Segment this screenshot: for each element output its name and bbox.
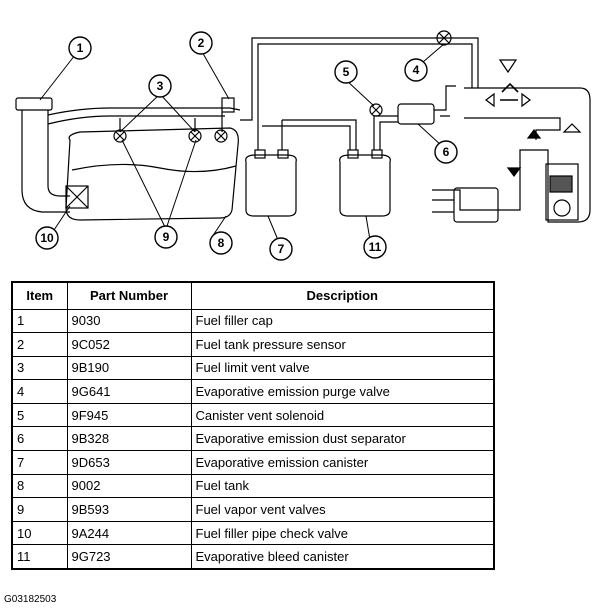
cell-part: 9B593	[66, 497, 192, 522]
flow-arrow	[562, 123, 582, 133]
callout-1-label: 1	[77, 41, 84, 55]
callout-11-label: 11	[369, 240, 382, 254]
cell-part: 9B328	[66, 426, 192, 452]
cell-desc: Evaporative emission canister	[190, 450, 495, 475]
cell-desc: Fuel filler pipe check valve	[190, 520, 495, 546]
cell-desc: Evaporative bleed canister	[190, 544, 495, 570]
cell-desc: Fuel tank	[190, 473, 495, 499]
cell-item: 1	[11, 308, 68, 334]
callout-11	[363, 235, 387, 259]
cell-desc: Fuel limit vent valve	[190, 355, 495, 381]
callout-4-label: 4	[413, 63, 420, 77]
header-item: Item	[11, 281, 68, 310]
flow-arrow	[526, 129, 542, 139]
callout-7	[269, 237, 293, 261]
canister-vent-solenoid	[369, 103, 383, 117]
cell-desc: Evaporative emission purge valve	[190, 379, 495, 404]
callout-2-label: 2	[198, 36, 205, 50]
cell-desc: Fuel tank pressure sensor	[190, 332, 495, 357]
cell-item: 5	[11, 402, 68, 428]
filler-pipe-check-valve	[65, 185, 89, 209]
tank-fuel-level	[71, 163, 237, 173]
cell-item: 10	[11, 520, 68, 546]
cell-item: 11	[11, 544, 68, 570]
canister-11	[339, 154, 391, 217]
cell-part: 9G641	[66, 379, 192, 404]
callout-6-label: 6	[443, 145, 450, 159]
flow-arrow	[521, 92, 531, 108]
purge-valve	[436, 30, 452, 46]
cell-desc: Canister vent solenoid	[190, 402, 495, 428]
cell-part: 9A244	[66, 520, 192, 546]
callout-7-label: 7	[278, 242, 285, 256]
flow-arrow	[485, 92, 495, 108]
vent-valve-left	[113, 129, 127, 143]
cell-item: 6	[11, 426, 68, 452]
filler-neck	[21, 110, 70, 213]
cell-desc: Fuel vapor vent valves	[190, 497, 495, 522]
figure-code: G03182503	[4, 594, 57, 605]
cell-item: 2	[11, 332, 68, 357]
callout-8	[209, 231, 233, 255]
callout-2	[189, 31, 213, 55]
purge-line	[240, 37, 479, 121]
flow-arrow	[498, 59, 518, 74]
cell-part: 9C052	[66, 332, 192, 357]
vent-valve-right	[214, 129, 228, 143]
callout-10-label: 10	[40, 231, 54, 245]
cell-desc: Evaporative emission dust separator	[190, 426, 495, 452]
callout-1	[68, 36, 92, 60]
table-header-row: Item Part Number Description	[11, 281, 495, 310]
pressure-sensor	[221, 97, 235, 113]
callout-9-label: 9	[163, 230, 170, 244]
cell-part: 9030	[66, 308, 192, 334]
vent-line	[47, 107, 241, 125]
evap-system-diagram: 1 2 3 4 5 6 7 8 9 10 11	[15, 30, 591, 261]
cell-part: 9G723	[66, 544, 192, 570]
header-part-number: Part Number	[66, 281, 192, 310]
cell-desc: Fuel filler cap	[190, 308, 495, 334]
fuel-tank-shape	[65, 127, 239, 221]
cell-item: 4	[11, 379, 68, 404]
callout-8-label: 8	[218, 236, 225, 250]
callout-3-label: 3	[157, 79, 164, 93]
cell-part: 9B190	[66, 355, 192, 381]
cell-part: 9002	[66, 473, 192, 499]
cell-part: 9F945	[66, 402, 192, 428]
fuel-filler-cap-shape	[15, 97, 53, 111]
callout-5-label: 5	[343, 65, 350, 79]
intake-box	[453, 187, 499, 223]
header-description: Description	[190, 281, 495, 310]
callout-6	[434, 140, 458, 164]
callout-3	[148, 74, 172, 98]
flow-arrow	[506, 167, 522, 177]
canister-7	[245, 154, 297, 217]
callout-4	[404, 58, 428, 82]
dust-separator	[397, 103, 435, 125]
callout-9	[154, 225, 178, 249]
callout-5	[334, 60, 358, 84]
cell-item: 3	[11, 355, 68, 381]
callout-10	[35, 226, 59, 250]
cell-item: 8	[11, 473, 68, 499]
cell-item: 9	[11, 497, 68, 522]
cell-item: 7	[11, 450, 68, 475]
engine-block	[545, 163, 579, 221]
cell-part: 9D653	[66, 450, 192, 475]
